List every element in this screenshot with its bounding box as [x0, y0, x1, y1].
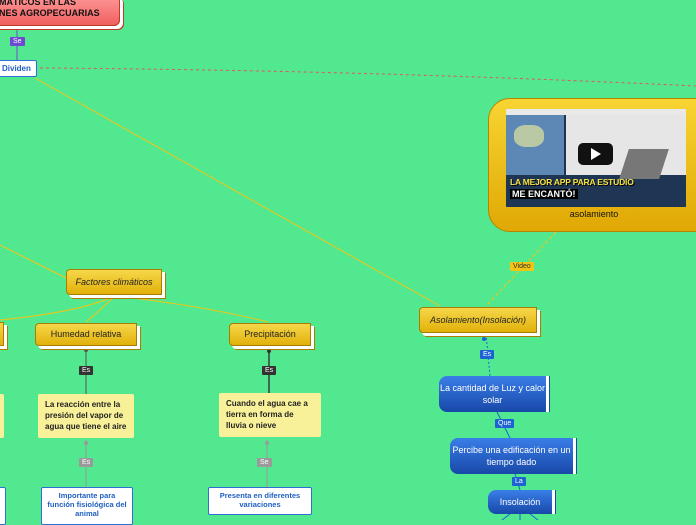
precipitacion-definition[interactable]: Cuando el agua cae a tierra en forma de … — [219, 393, 321, 437]
tag-video: Video — [510, 262, 534, 271]
tag-es2-humedad: Es — [79, 458, 94, 467]
precipitacion-node[interactable]: Precipitación — [229, 323, 311, 346]
insolacion-node[interactable]: Insolación — [488, 490, 552, 514]
tag-la: La — [512, 477, 526, 486]
dividen-node[interactable]: Dividen — [0, 60, 37, 77]
tag-es-precip: Es — [262, 366, 277, 375]
video-thumbnail[interactable]: LA MEJOR APP PARA ESTUDIO SOLAR ME ENCAN… — [506, 109, 686, 207]
humedad-node[interactable]: Humedad relativa — [35, 323, 137, 346]
precipitacion-variations[interactable]: Presenta en diferentes variaciones — [208, 487, 312, 515]
offscreen-note[interactable] — [0, 394, 4, 438]
root-node[interactable]: MÁTICOS EN LAS NES AGROPECUARIAS — [0, 0, 120, 26]
humedad-importance[interactable]: Importante para función fisiológica del … — [41, 487, 133, 525]
tag-es-asol: Es — [480, 350, 495, 359]
tag-que: Que — [495, 419, 515, 428]
offscreen-white-note[interactable] — [0, 487, 6, 525]
root-node-line1: MÁTICOS EN LAS — [0, 0, 77, 7]
root-node-line2: NES AGROPECUARIAS — [0, 8, 100, 18]
tag-se-top: Se — [10, 37, 25, 46]
play-button-icon[interactable] — [578, 143, 613, 165]
video-card[interactable]: LA MEJOR APP PARA ESTUDIO SOLAR ME ENCAN… — [488, 98, 696, 232]
tag-se-precip: Se — [257, 458, 272, 467]
asolamiento-node[interactable]: Asolamiento(Insolación) — [419, 307, 537, 333]
luz-node[interactable]: La cantidad de Luz y calor solar — [439, 376, 546, 412]
offscreen-node[interactable] — [0, 322, 4, 346]
humedad-definition[interactable]: La reacción entre la presión del vapor d… — [38, 394, 134, 438]
percibe-node[interactable]: Percibe una edificación en un tiempo dad… — [450, 438, 573, 474]
tag-es-humedad: Es — [79, 366, 94, 375]
video-caption: asolamiento — [569, 209, 619, 219]
factores-node[interactable]: Factores climáticos — [66, 269, 162, 295]
video-overlay-subtitle: ME ENCANTÓ! — [510, 189, 578, 199]
